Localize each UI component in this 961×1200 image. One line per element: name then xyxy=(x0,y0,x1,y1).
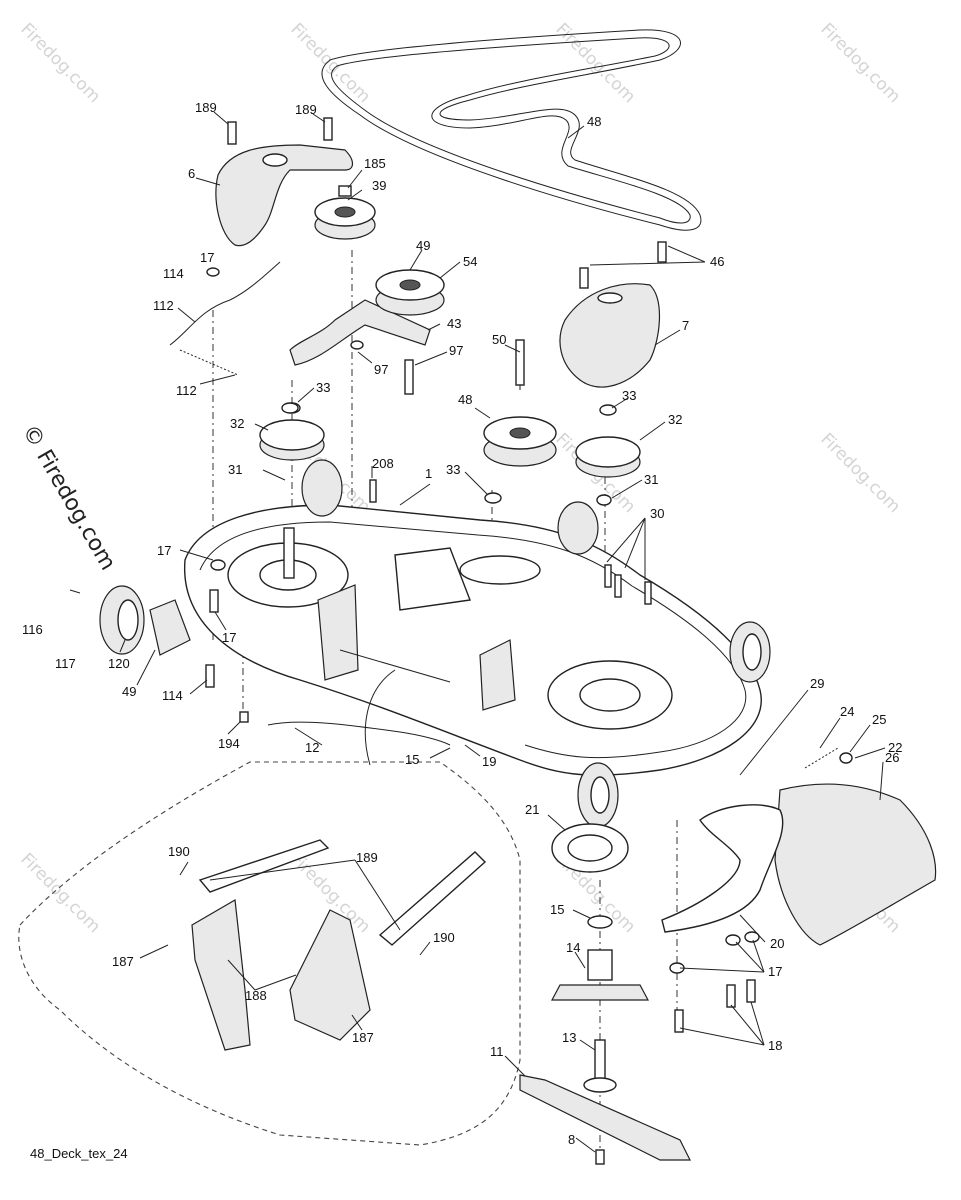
callout-117: 117 xyxy=(55,656,76,671)
idler-arm-43 xyxy=(289,269,445,366)
callout-49: 49 xyxy=(122,684,136,699)
drawing-caption: 48_Deck_tex_24 xyxy=(30,1146,128,1161)
callout-14: 14 xyxy=(566,940,580,955)
callout-49: 49 xyxy=(416,238,430,253)
callout-52: 54 xyxy=(463,254,477,269)
callout-32: 32 xyxy=(668,412,682,427)
callout-47: 48 xyxy=(587,114,601,129)
callout-98: 112 xyxy=(176,383,197,398)
callout-120: 120 xyxy=(108,656,130,671)
callout-leaders xyxy=(69,111,886,1153)
callout-12: 12 xyxy=(305,740,319,755)
callout-22: 21 xyxy=(525,802,539,817)
callout-39: 39 xyxy=(372,178,386,193)
callout-185: 185 xyxy=(364,156,386,171)
watermark: Firedog.com xyxy=(816,429,904,517)
belt-cover-left xyxy=(215,144,354,247)
callout-33: 33 xyxy=(622,388,636,403)
callout-33: 33 xyxy=(316,380,330,395)
callout-33: 33 xyxy=(446,462,460,477)
callout-21: 17 xyxy=(768,964,782,979)
callout-24: 22 xyxy=(888,740,902,755)
callout-20: 20 xyxy=(770,936,784,951)
callout-31: 31 xyxy=(644,472,658,487)
callout-116: 116 xyxy=(22,622,43,637)
callout-187: 187 xyxy=(352,1030,374,1045)
callout-43: 43 xyxy=(447,316,461,331)
callout-13: 13 xyxy=(562,1030,576,1045)
callout-21: 17 xyxy=(157,543,171,558)
drive-belt xyxy=(321,29,702,231)
callout-29: 29 xyxy=(810,676,824,691)
callout-46: 189 xyxy=(195,100,217,115)
hardware-bolts xyxy=(205,117,853,1165)
callout-11: 11 xyxy=(490,1044,504,1059)
callout-27: 26 xyxy=(885,750,899,765)
callout-32: 32 xyxy=(230,416,244,431)
callout-7: 7 xyxy=(682,318,689,333)
watermark: Firedog.com xyxy=(286,19,374,107)
callout-16: 15 xyxy=(405,752,419,767)
watermark: Firedog.com xyxy=(816,19,904,107)
callout-187: 187 xyxy=(112,954,134,969)
discharge-chute xyxy=(774,783,937,946)
callout-17: 17 xyxy=(222,630,236,645)
callout-194: 194 xyxy=(218,736,240,751)
watermark: Firedog.com xyxy=(16,19,104,107)
callout-6: 6 xyxy=(188,166,195,181)
callout-113: 114 xyxy=(162,688,183,703)
inset-lift-arms xyxy=(18,761,521,1146)
callout-122: 114 xyxy=(163,266,184,281)
spindle-housing xyxy=(551,915,649,1001)
tension-spring xyxy=(169,261,281,376)
callout-30: 30 xyxy=(650,506,664,521)
callout-190: 190 xyxy=(433,930,455,945)
callout-189: 189 xyxy=(356,850,378,865)
wheel-bracket-left xyxy=(149,599,191,656)
callout-97: 97 xyxy=(374,362,388,377)
callout-31: 31 xyxy=(228,462,242,477)
callout-21: 17 xyxy=(200,250,214,265)
callout-19: 19 xyxy=(482,754,496,769)
mower-blade xyxy=(519,1074,691,1161)
pulley-32-right xyxy=(575,404,641,506)
watermark-primary: © Firedog.com xyxy=(17,421,120,575)
spacer-22 xyxy=(551,823,629,873)
callout-labels: 189 189 6 185 39 48 49 54 43 46 7 97 50 … xyxy=(22,100,902,1147)
callout-48: 48 xyxy=(458,392,472,407)
callout-114: 112 xyxy=(153,298,174,313)
belt-cover-right xyxy=(559,283,660,388)
callout-18: 18 xyxy=(768,1038,782,1053)
pulley-48-center xyxy=(483,340,557,467)
callout-25: 24 xyxy=(840,704,854,719)
callout-26: 25 xyxy=(872,712,886,727)
link-rod xyxy=(267,721,451,746)
callout-46: 189 xyxy=(295,102,317,117)
callout-188: 188 xyxy=(245,988,267,1003)
callout-46: 46 xyxy=(710,254,724,269)
callout-1: 1 xyxy=(425,466,432,481)
callout-15: 15 xyxy=(550,902,564,917)
callout-208: 208 xyxy=(372,456,394,471)
callout-54: 97 xyxy=(449,343,463,358)
callout-8: 8 xyxy=(568,1132,575,1147)
mower-deck xyxy=(184,504,762,776)
gauge-wheels xyxy=(99,459,771,828)
spindle-shaft xyxy=(583,1039,617,1093)
callout-50: 50 xyxy=(492,332,506,347)
deflector-bracket xyxy=(661,804,784,933)
spring-25 xyxy=(804,747,839,769)
callout-190: 190 xyxy=(168,844,190,859)
pulley-32-left xyxy=(259,402,325,461)
idler-pulley-39 xyxy=(314,185,376,240)
